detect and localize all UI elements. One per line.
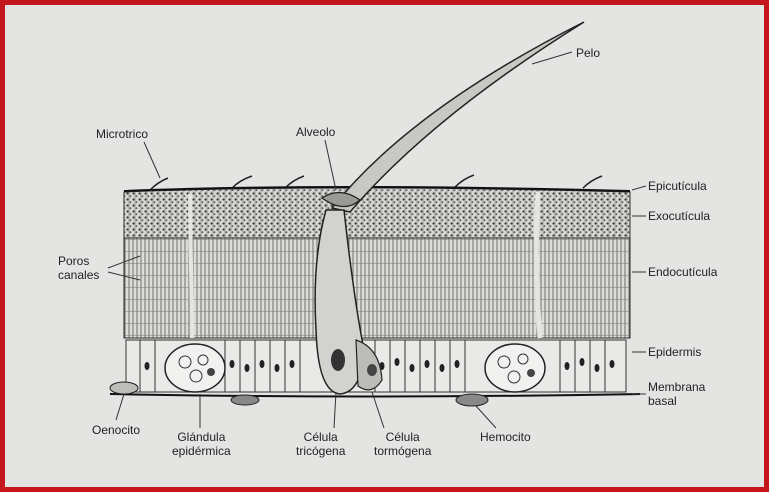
oenocyte-cell: [110, 382, 138, 394]
label-exocuticula: Exocutícula: [648, 209, 710, 223]
label-pelo: Pelo: [576, 46, 600, 60]
label-microtrico: Microtrico: [96, 127, 148, 141]
pore-canal: [190, 194, 192, 338]
label-glandula-epidermica: Glándula epidérmica: [172, 430, 231, 458]
label-membrana-basal: Membrana basal: [648, 380, 705, 408]
epidermal-gland: [485, 344, 545, 392]
microtrichium: [455, 175, 474, 187]
microtrichium: [583, 176, 602, 188]
label-endocuticula: Endocutícula: [648, 265, 717, 279]
label-epicuticula: Epicutícula: [648, 179, 707, 193]
label-tormogena-line2: tormógena: [374, 444, 431, 458]
tormogen-nucleus: [367, 364, 377, 376]
label-tricogena-line2: tricógena: [296, 444, 345, 458]
label-oenocito: Oenocito: [92, 423, 140, 437]
microtrichium: [232, 176, 252, 188]
basement-membrane: [110, 394, 640, 397]
label-glandula-line1: Glándula: [172, 430, 231, 444]
label-celula-tricogena: Célula tricógena: [296, 430, 345, 458]
label-poros-line2: canales: [58, 268, 99, 282]
label-membrana-line2: basal: [648, 394, 705, 408]
label-tormogena-line1: Célula: [374, 430, 431, 444]
label-poros-canales: Poros canales: [58, 254, 99, 282]
label-tricogena-line1: Célula: [296, 430, 345, 444]
label-glandula-line2: epidérmica: [172, 444, 231, 458]
label-epidermis: Epidermis: [648, 345, 701, 359]
endocuticle-layer: [124, 238, 630, 338]
hemocyte-cell: [231, 395, 259, 405]
epidermal-gland: [165, 344, 225, 392]
exocuticle-layer: [124, 188, 630, 238]
label-alveolo: Alveolo: [296, 125, 335, 139]
label-hemocito: Hemocito: [480, 430, 531, 444]
trichogen-nucleus: [331, 349, 345, 371]
microtrichium: [150, 178, 168, 190]
hemocyte-cell: [456, 394, 488, 406]
label-poros-line1: Poros: [58, 254, 99, 268]
label-membrana-line1: Membrana: [648, 380, 705, 394]
label-celula-tormogena: Célula tormógena: [374, 430, 431, 458]
